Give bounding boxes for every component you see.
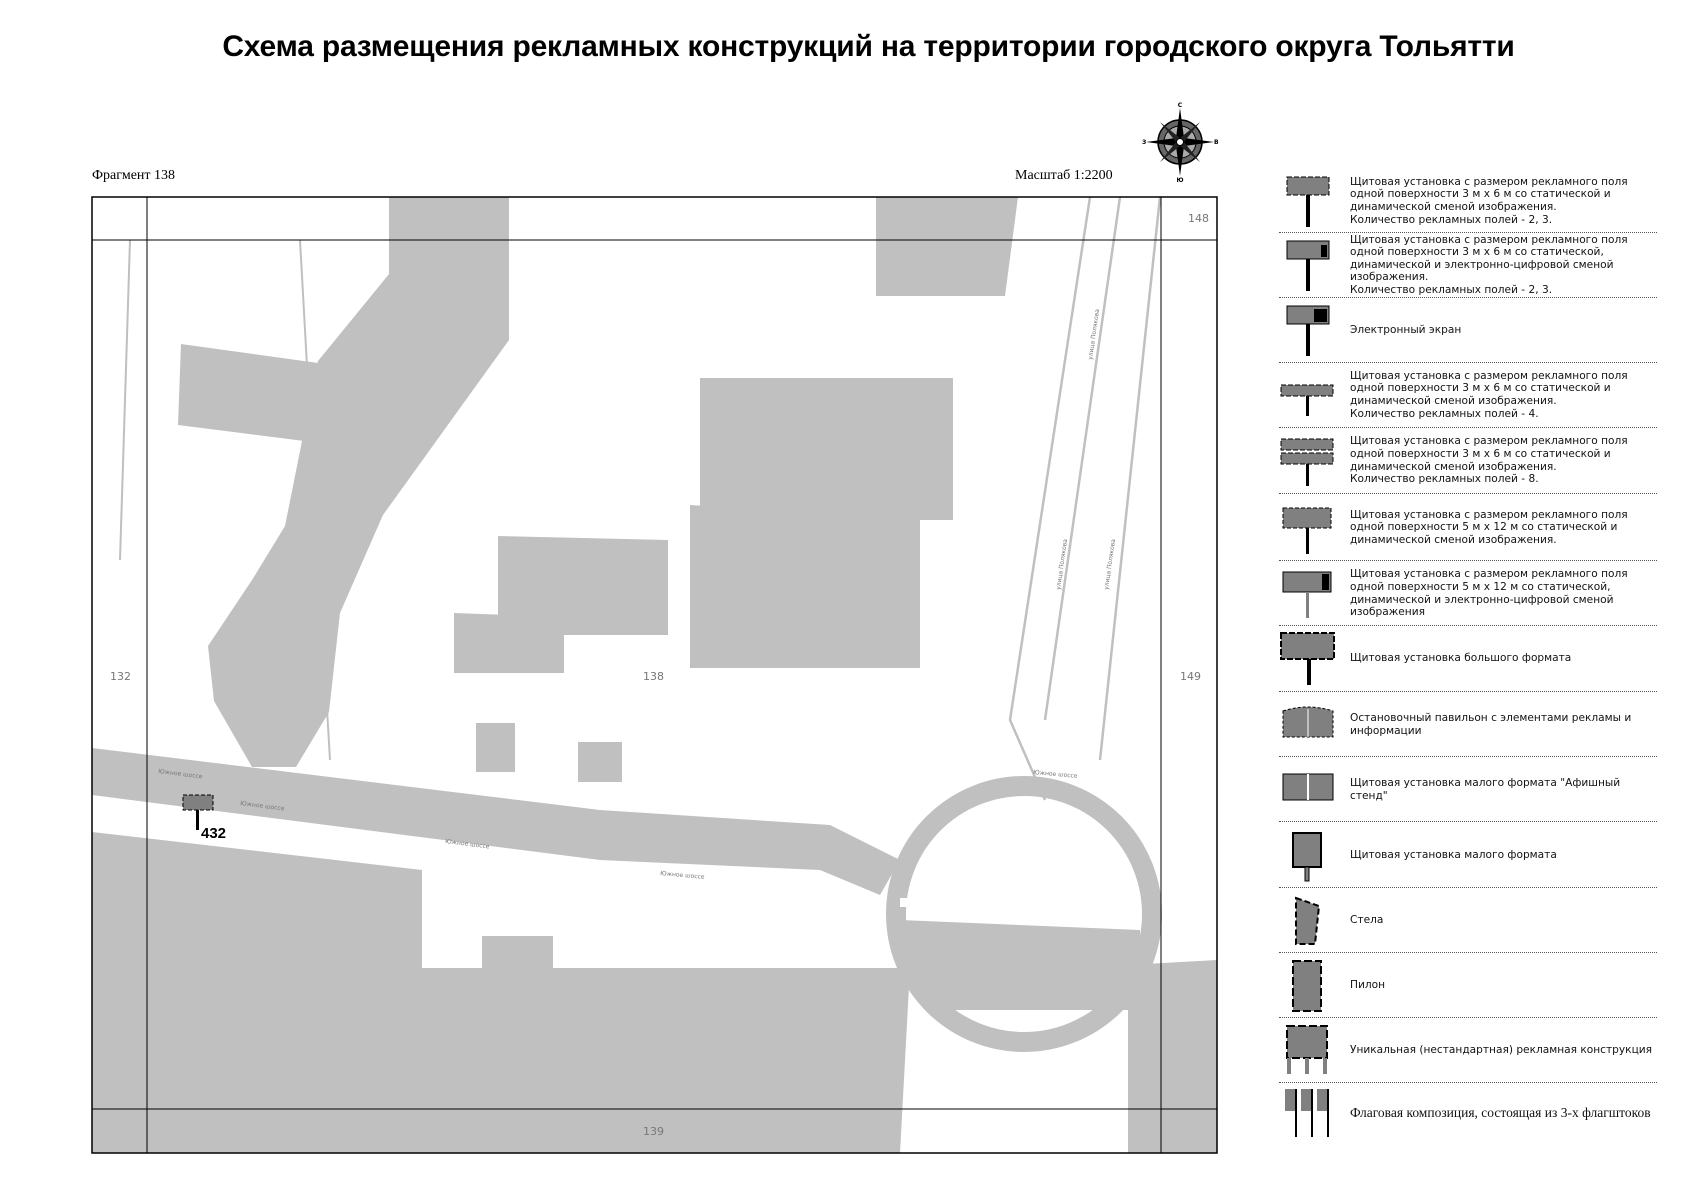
building [701,597,756,624]
map-frame [91,196,1218,1154]
legend-divider [1279,625,1657,626]
legend-divider [1279,493,1657,494]
legend-item-label: Щитовая установка с размером рекламного … [1350,435,1628,486]
billboard-large-icon [1280,631,1335,685]
legend-item-label: Щитовая установка большого формата [1350,652,1572,665]
roundabout-inner [900,920,1140,1010]
grid-label-132: 132 [110,670,131,683]
legend-item: Щитовая установка малого формата "Афишны… [1279,758,1657,821]
legend-item: Остановочный павильон с элементами рекла… [1279,693,1657,756]
roundabout [886,776,1162,1052]
legend-divider [1279,952,1657,953]
legend-divider [1279,560,1657,561]
grid-label-139: 139 [643,1125,664,1138]
stele-icon [1295,896,1321,945]
legend-item: Щитовая установка с размером рекламного … [1279,233,1657,297]
grid-label-148: 148 [1188,212,1209,225]
flag-composition-icon [1285,1089,1329,1137]
legend-item-label: Щитовая установка малого формата [1350,848,1557,861]
legend-item: Щитовая установка с размером рекламного … [1279,562,1657,625]
grid-label-138: 138 [643,670,664,683]
building [578,742,622,782]
ad-marker-432[interactable]: 432 [182,794,226,842]
compass-south: Ю [1176,177,1183,182]
billboard-3x6-static-dynamic-icon [1286,176,1330,227]
legend-divider [1279,691,1657,692]
legend-item-label: Электронный экран [1350,323,1462,336]
legend-item-label: Стела [1350,913,1384,926]
compass-rose-icon: С Ю З В [1142,102,1219,182]
billboard-3x6-4-fields-icon [1280,384,1334,416]
legend-divider [1279,756,1657,757]
area-top-right [876,197,1018,296]
water-body [208,197,509,767]
billboard-5x12-icon [1282,507,1332,554]
building [178,344,383,451]
billboard-3x6-digital-icon [1286,240,1330,291]
legend-item: Щитовая установка с размером рекламного … [1279,495,1657,560]
legend-item-label: Щитовая установка малого формата "Афишны… [1350,776,1621,802]
legend-item-label: Флаговая композиция, состоящая из 3-х фл… [1350,1105,1651,1120]
legend-divider [1279,297,1657,298]
legend-item-label: Щитовая установка с размером рекламного … [1350,508,1628,546]
street-label: улица Полякова [1103,538,1117,590]
grid-label-149: 149 [1180,670,1201,683]
page-title: Схема размещения рекламных конструкций н… [222,30,1515,63]
legend-item: Щитовая установка малого формата [1279,823,1657,887]
road-polyakova [1008,197,1162,801]
legend-divider [1279,887,1657,888]
street-label: Южное шоссе [660,870,705,881]
marker-label: 432 [201,825,226,842]
legend-divider [1279,821,1657,822]
building [690,505,920,668]
legend-item-label: Остановочный павильон с элементами рекла… [1350,711,1632,737]
billboard-5x12-digital-icon [1282,571,1332,618]
building [498,536,668,635]
pylon-icon [1292,960,1322,1012]
bus-stop-pavilion-icon [1282,706,1334,737]
legend-item: Уникальная (нестандартная) рекламная кон… [1279,1018,1657,1082]
building-south [482,936,553,969]
legend-item: Щитовая установка с размером рекламного … [1279,363,1657,427]
electronic-screen-icon [1286,305,1330,356]
building [700,378,953,520]
legend-item: Стела [1279,888,1657,952]
legend-item-label: Щитовая установка с размером рекламного … [1350,233,1628,296]
legend-item: Флаговая композиция, состоящая из 3-х фл… [1279,1083,1657,1143]
compass-east: В [1214,139,1219,146]
legend-item-label: Щитовая установка с размером рекламного … [1350,175,1628,226]
legend-item: Щитовая установка большого формата [1279,626,1657,691]
street-label: улица Полякова [1087,308,1101,360]
street-label: Южное шоссе [1033,769,1078,780]
legend-divider [1279,1082,1657,1083]
building [476,723,515,772]
building [454,613,564,673]
legend-item: Электронный экран [1279,298,1657,362]
legend-item-label: Щитовая установка с размером рекламного … [1350,568,1628,619]
legend-item: Пилон [1279,953,1657,1017]
legend-item-label: Щитовая установка с размером рекламного … [1350,369,1628,420]
legend-divider [1279,427,1657,428]
compass-west: З [1142,139,1146,146]
area-south [92,832,910,1153]
map-areas [92,197,1217,1153]
legend-divider [1279,232,1657,233]
legend-item-label: Пилон [1350,978,1386,991]
legend-divider [1279,1017,1657,1018]
small-billboard-icon [1292,832,1322,882]
legend-item-label: Уникальная (нестандартная) рекламная кон… [1350,1043,1653,1056]
legend-item: Щитовая установка с размером рекламного … [1279,428,1657,493]
scale-label: Масштаб 1:2200 [1015,168,1113,183]
unique-structure-icon [1286,1025,1328,1074]
area-south-east [1128,960,1217,1153]
poster-stand-icon [1282,773,1334,800]
fragment-label: Фрагмент 138 [92,168,176,183]
billboard-3x6-8-fields-icon [1280,438,1334,486]
legend-divider [1279,362,1657,363]
compass-north: С [1178,102,1183,109]
legend-item: Щитовая установка с размером рекламного … [1279,170,1657,232]
road-south-highway [92,748,900,895]
